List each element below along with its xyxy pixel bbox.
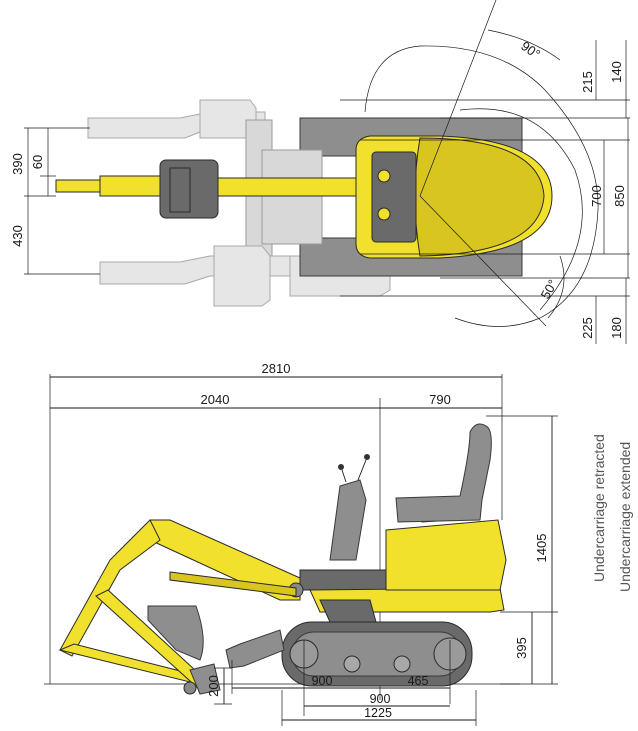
dim-1405: 1405 (534, 534, 549, 563)
dim-465: 465 (408, 674, 429, 688)
control-levers (329, 454, 370, 561)
swing-ray-90 (419, 0, 497, 197)
dim-2810: 2810 (262, 361, 291, 376)
side-right-dimensions (486, 415, 558, 685)
dim-180: 180 (609, 317, 624, 339)
boom-arm-side (58, 519, 304, 695)
dim-215: 215 (580, 71, 595, 93)
swing-ray-50 (419, 195, 547, 327)
swing-arc-outer (364, 45, 599, 327)
dozer-blade (225, 629, 285, 669)
upper-structure-top (355, 135, 553, 259)
dim-430: 430 (10, 225, 25, 247)
side-view: 2810 2040 790 (44, 361, 558, 726)
dim-140: 140 (609, 61, 624, 83)
legend-retracted: Undercarriage retracted (591, 434, 607, 582)
dim-2040: 2040 (201, 392, 230, 407)
dim-900-a: 900 (312, 674, 333, 688)
top-view: 90° 50° 215 140 700 850 225 180 (10, 0, 630, 344)
dim-900-b: 900 (370, 692, 391, 706)
legend-extended: Undercarriage extended (617, 442, 633, 592)
angle-arc-90 (487, 29, 561, 61)
dim-200: 200 (206, 675, 221, 697)
top-right-dimensions (340, 40, 630, 344)
angle-arc-50 (547, 255, 565, 319)
dim-395: 395 (514, 637, 529, 659)
side-top-dimensions (49, 374, 503, 700)
side-bottom-dimensions (214, 640, 477, 726)
bucket (147, 605, 204, 661)
boom-top (55, 159, 359, 219)
operator-seat (395, 423, 492, 523)
angle-label-90: 90° (518, 38, 543, 62)
undercarriage-frame (261, 149, 323, 245)
dim-700: 700 (589, 185, 604, 207)
upper-body-side (299, 507, 507, 623)
dim-1225: 1225 (364, 706, 392, 720)
dim-60: 60 (30, 155, 45, 169)
swing-arc-inner (459, 108, 583, 311)
dim-225: 225 (580, 317, 595, 339)
angle-label-50: 50° (538, 277, 561, 302)
bucket-lower (189, 663, 221, 695)
dim-790: 790 (429, 392, 451, 407)
top-left-dimensions (24, 127, 100, 275)
dim-850: 850 (612, 185, 627, 207)
track-side (281, 621, 473, 687)
dim-390: 390 (10, 153, 25, 175)
